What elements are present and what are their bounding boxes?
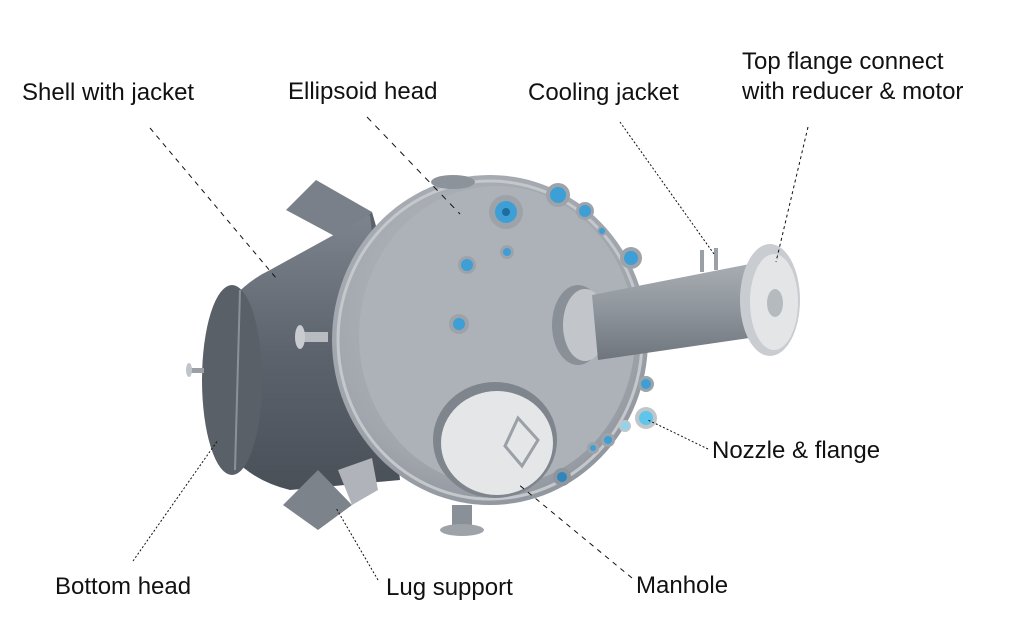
label-ellipsoid-head: Ellipsoid head bbox=[288, 78, 438, 105]
label-lug-support: Lug support bbox=[386, 574, 513, 601]
label-bottom-head: Bottom head bbox=[55, 573, 192, 600]
label-nozzle-and-flange: Nozzle & flange bbox=[712, 437, 881, 464]
label-top-flange-line1: Top flange connect bbox=[742, 48, 944, 75]
label-manhole: Manhole bbox=[636, 572, 729, 599]
manhole bbox=[433, 382, 557, 498]
top-flange-reducer bbox=[552, 244, 800, 365]
label-top-flange-line2: with reducer & motor bbox=[742, 78, 964, 105]
label-cooling-jacket: Cooling jacket bbox=[528, 79, 679, 106]
lug-support-bottom bbox=[283, 458, 484, 536]
label-shell-with-jacket: Shell with jacket bbox=[22, 79, 195, 106]
ellipsoid-head bbox=[332, 175, 648, 505]
nozzle-and-flange bbox=[635, 407, 657, 429]
leader-lines bbox=[132, 116, 809, 581]
nozzles bbox=[449, 183, 657, 486]
